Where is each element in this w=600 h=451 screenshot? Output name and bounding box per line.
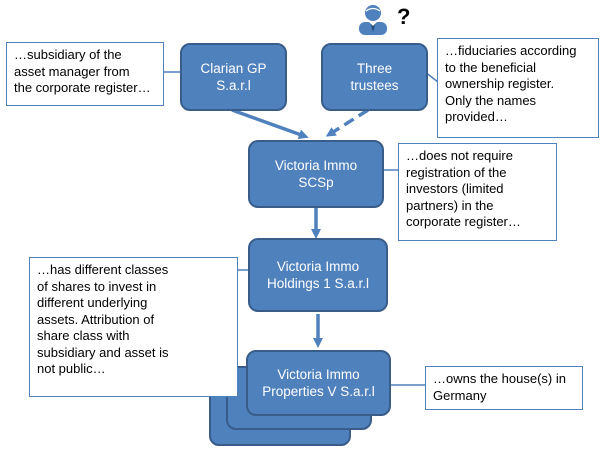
- arrow-clarian-to-scsp: [231, 108, 309, 140]
- arrow-trustees-to-scsp: [325, 108, 369, 137]
- note-victoria-immo-scsp: …does not require registration of the in…: [398, 143, 557, 241]
- note-clarian-gp: …subsidiary of the asset manager from th…: [6, 42, 164, 106]
- note-victoria-immo-properties: …owns the house(s) in Germany: [425, 366, 583, 410]
- entity-three-trustees: Three trustees: [321, 43, 428, 111]
- entity-victoria-immo-holdings: Victoria Immo Holdings 1 S.a.r.l: [248, 238, 388, 312]
- unknown-question-mark: ?: [397, 4, 411, 29]
- person-with-tie-icon: [359, 5, 387, 35]
- note-three-trustees: …fiduciaries according to the beneficial…: [437, 38, 599, 138]
- entity-clarian-gp: Clarian GP S.a.r.l: [180, 43, 287, 111]
- note-victoria-immo-holdings: …has different classes of shares to inve…: [29, 257, 238, 397]
- entity-victoria-immo-scsp: Victoria Immo SCSp: [248, 140, 384, 208]
- entity-victoria-immo-properties: Victoria Immo Properties V S.a.r.l: [246, 350, 391, 416]
